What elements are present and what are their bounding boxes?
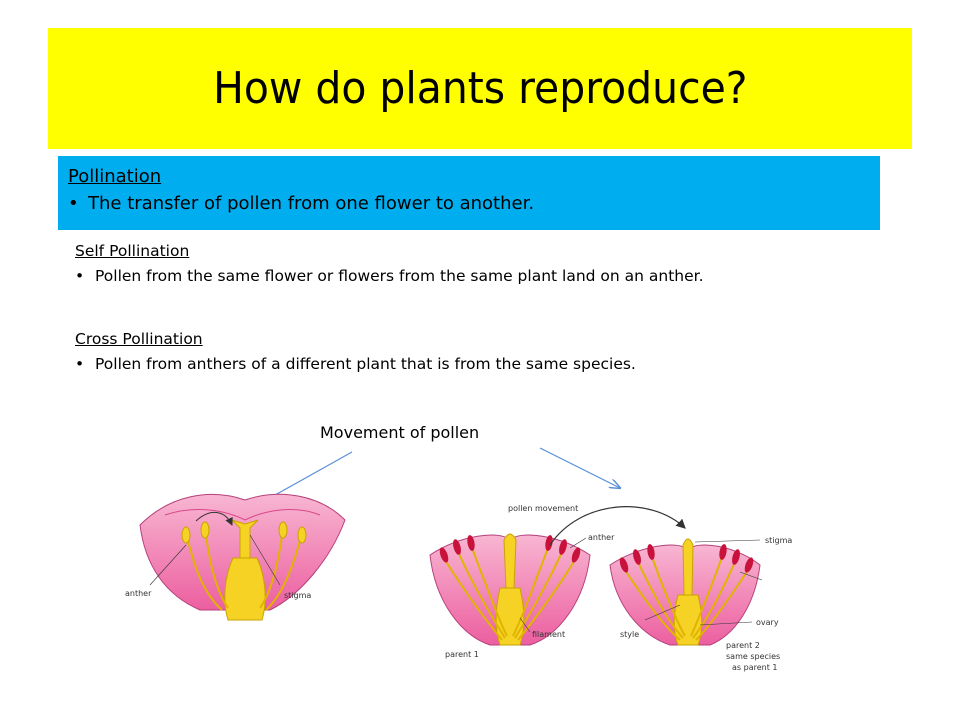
slide-title: How do plants reproduce? <box>212 63 748 114</box>
title-banner: How do plants reproduce? <box>48 28 912 149</box>
bullet-icon: • <box>75 355 85 373</box>
cross-pollination-bullet-row: • Pollen from anthers of a different pla… <box>75 350 636 378</box>
label-cross-anther: anther <box>588 533 615 542</box>
self-pollination-heading: Self Pollination <box>75 242 190 260</box>
caption-arrow-right <box>539 447 620 488</box>
cross-pollination-section: Cross Pollination • Pollen from anthers … <box>75 328 636 378</box>
label-stigma-2: stigma <box>765 536 792 545</box>
label-filament: filament <box>532 630 565 639</box>
pollination-heading: Pollination <box>68 166 162 187</box>
self-pollination-bullet-row: • Pollen from the same flower or flowers… <box>75 262 704 290</box>
bullet-icon: • <box>75 267 85 285</box>
self-pollination-section: Self Pollination • Pollen from the same … <box>75 240 704 290</box>
bullet-icon: • <box>68 193 79 214</box>
parent1-flower: parent 1 filament <box>429 533 591 659</box>
label-parent2: parent 2 <box>726 641 760 650</box>
pollination-box: Pollination • The transfer of pollen fro… <box>58 156 880 230</box>
cross-pollination-text: Pollen from anthers of a different plant… <box>95 355 636 373</box>
parent2-flower: stigma ovary style parent 2 same species… <box>609 536 792 672</box>
label-parent1: parent 1 <box>445 650 479 659</box>
movement-caption: Movement of pollen <box>320 423 480 442</box>
label-pollen-movement: pollen movement <box>508 504 578 513</box>
self-pollination-text: Pollen from the same flower or flowers f… <box>95 267 704 285</box>
pollination-definition: The transfer of pollen from one flower t… <box>88 193 535 214</box>
label-ovary: ovary <box>756 618 779 627</box>
pollen-movement-arrow <box>549 506 686 546</box>
cross-pollination-heading: Cross Pollination <box>75 330 203 348</box>
label-parent2-species: same species <box>726 652 780 661</box>
pollination-bullet-row: • The transfer of pollen from one flower… <box>68 190 870 218</box>
label-style: style <box>620 630 639 639</box>
label-parent2-as: as parent 1 <box>732 663 777 672</box>
label-anther: anther <box>125 589 152 598</box>
self-pollination-flower: anther stigma <box>125 493 346 621</box>
label-stigma: stigma <box>284 591 311 600</box>
